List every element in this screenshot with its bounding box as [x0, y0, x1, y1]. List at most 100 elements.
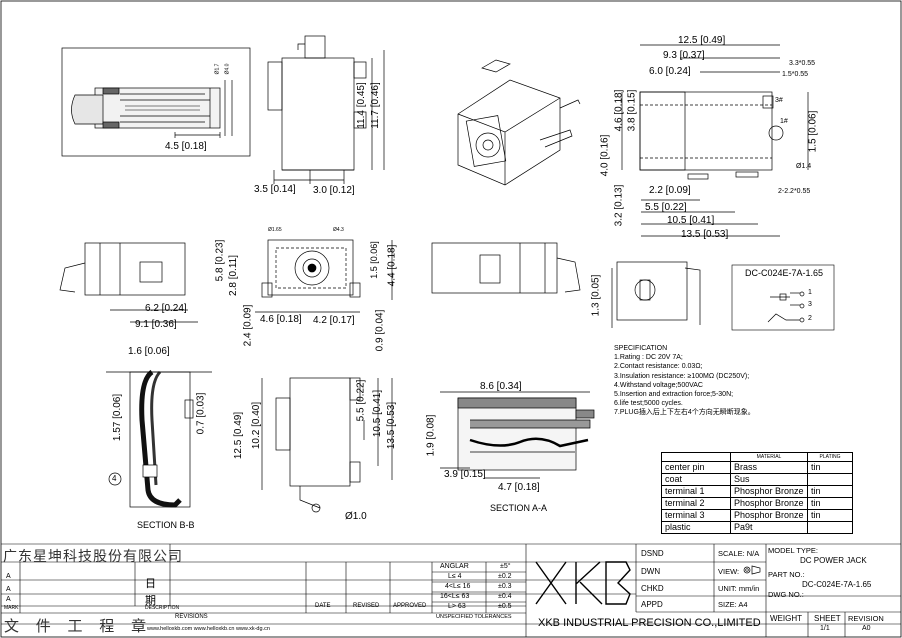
dim-3-8: 3.8 [0.15] [626, 89, 638, 132]
dim-1-3: 1.3 [0.05] [590, 274, 602, 317]
balloon-4: 4 [112, 474, 117, 483]
dim-phi-1-65: Ø1.65 [268, 227, 282, 233]
spec-line: 6.life test;5000 cycles. [614, 400, 683, 408]
dim-2-2: 2.2 [0.09] [649, 185, 691, 196]
dim-4-2: 4.2 [0.17] [313, 315, 355, 326]
revision-value: A0 [862, 625, 871, 632]
dim-4-7: 4.7 [0.18] [498, 482, 540, 493]
dsnd-label: DSND [641, 549, 664, 558]
dim-3-0: 3.0 [0.12] [313, 185, 355, 196]
dim-1-5-b: 1.5 [0.06] [368, 241, 379, 279]
part-pin-3: 3 [808, 301, 812, 308]
dim-2-8: 2.8 [0.11] [227, 255, 239, 296]
dim-5-5-b: 5.5 [0.22] [355, 379, 367, 422]
dim-3-5: 3.5 [0.14] [254, 184, 296, 195]
dim-10-2: 10.2 [0.40] [251, 401, 263, 450]
dim-phi-1-0: Ø1.0 [345, 511, 367, 522]
view-side-cutaway [61, 47, 251, 157]
specification-block: SPECIFICATION 1.Rating : DC 20V 7A; 2.Co… [614, 344, 755, 418]
unit-label: UNIT: mm/in [718, 584, 760, 593]
dim-1-5-right: 1.5 [0.06] [807, 110, 819, 153]
dim-0-9: 0.9 [0.04] [374, 309, 386, 352]
dim-13-5-a: 13.5 [0.53] [681, 229, 729, 240]
tolerance-range: L≤ 4 [448, 573, 462, 580]
part-cell: terminal 1 [661, 485, 731, 498]
part-box-title: DC-C024E-7A-1.65 [745, 268, 824, 278]
size-label: SIZE: A4 [718, 600, 748, 609]
plating-cell [807, 521, 853, 534]
view-side-right [59, 242, 198, 323]
part-schematic [767, 291, 805, 323]
view-isometric [457, 59, 581, 186]
stamp-period: 期 [145, 595, 156, 607]
section-aa [440, 391, 595, 479]
date-header: DATE [315, 603, 331, 609]
dim-5-8: 5.8 [0.23] [214, 239, 226, 282]
dim-4-5: 4.5 [0.18] [165, 141, 207, 152]
title-block-lines [1, 543, 901, 637]
spec-line: 1.Rating : DC 20V 7A; [614, 354, 683, 362]
dim-6-2: 6.2 [0.24] [145, 303, 187, 314]
part-cell: terminal 2 [661, 497, 731, 510]
rev-mark: A [6, 586, 11, 593]
part-cell: center pin [661, 461, 731, 474]
view-rear [267, 35, 385, 184]
dim-1-9: 1.9 [0.08] [425, 414, 437, 457]
dim-phi-4-3: Ø4.3 [333, 227, 344, 233]
material-cell: Phosphor Bronze [730, 509, 808, 522]
dim-1-6: 1.6 [0.06] [128, 346, 170, 357]
dim-phi-1-4: Ø1.4 [796, 163, 812, 170]
model-type-value: DC POWER JACK [800, 556, 867, 565]
materials-header-row: MATERIAL PLATING [661, 452, 853, 462]
sheet-value: 1/1 [820, 625, 830, 632]
dim-4-6: 4.6 [0.18] [613, 89, 625, 132]
dim-13-5-b: 13.5 [0.53] [386, 401, 398, 450]
section-bb [106, 369, 212, 508]
dwn-label: DWN [641, 567, 661, 576]
material-cell: Sus [730, 473, 808, 486]
view-label: VIEW: [718, 567, 740, 576]
mark-header: MARK [4, 605, 19, 611]
dim-1-5x: 1.5*0.55 [782, 71, 809, 78]
tolerance-value: ±0.5 [498, 603, 512, 610]
plating-cell: tin [807, 461, 853, 474]
dim-4-6-b: 4.6 [0.18] [260, 314, 302, 325]
dim-10-5-a: 10.5 [0.41] [667, 215, 715, 226]
dim-phi-4-0: Ø4.0 [224, 63, 231, 75]
dim-0-7: 0.7 [0.03] [195, 392, 207, 435]
doc-stamp: 文 件 工 程 章 [4, 617, 153, 635]
dim-12-5: 12.5 [0.49] [678, 35, 726, 46]
angular-label: ANGLAR [440, 563, 469, 570]
view-front [255, 239, 393, 313]
unspecified-tolerances: UNSPECIFIED TOLERANCES [436, 614, 512, 620]
part-cell: plastic [661, 521, 731, 534]
sheet-label: SHEET [814, 614, 841, 623]
spec-line: 3.Insulation resistance: ≥100MΩ (DC250V)… [614, 372, 750, 380]
part-no-value: DC-C024E-7A-1.65 [802, 580, 872, 589]
chkd-label: CHKD [641, 584, 664, 593]
dim-2-2x: 2-2.2*0.55 [778, 188, 811, 195]
materials-header-cell: MATERIAL [730, 452, 808, 462]
part-no-label: PART NO.: [768, 570, 805, 579]
description-header: DESCRIPTION [145, 605, 180, 611]
material-cell: Pa9t [730, 521, 808, 534]
dim-9-1: 9.1 [0.36] [135, 319, 177, 330]
revised-header: REVISED [353, 603, 380, 609]
spec-title: SPECIFICATION [614, 345, 668, 352]
dim-1-57: 1.57 [0.06] [112, 393, 124, 442]
spec-line: 7.PLUG插入后上下左右4个方向无瞬断现象。 [614, 409, 755, 417]
dim-8-6: 8.6 [0.34] [480, 381, 522, 392]
pin-3-label: 3# [775, 97, 783, 104]
part-pin-1: 1 [808, 289, 812, 296]
dim-6-0: 6.0 [0.24] [649, 66, 691, 77]
xkb-logo [535, 561, 631, 605]
dim-11-7: 11.7 [0.46] [369, 82, 381, 129]
dim-12-5-b: 12.5 [0.49] [233, 411, 245, 460]
section-bb-label: SECTION B-B [137, 520, 195, 530]
materials-header-cell [661, 452, 731, 462]
